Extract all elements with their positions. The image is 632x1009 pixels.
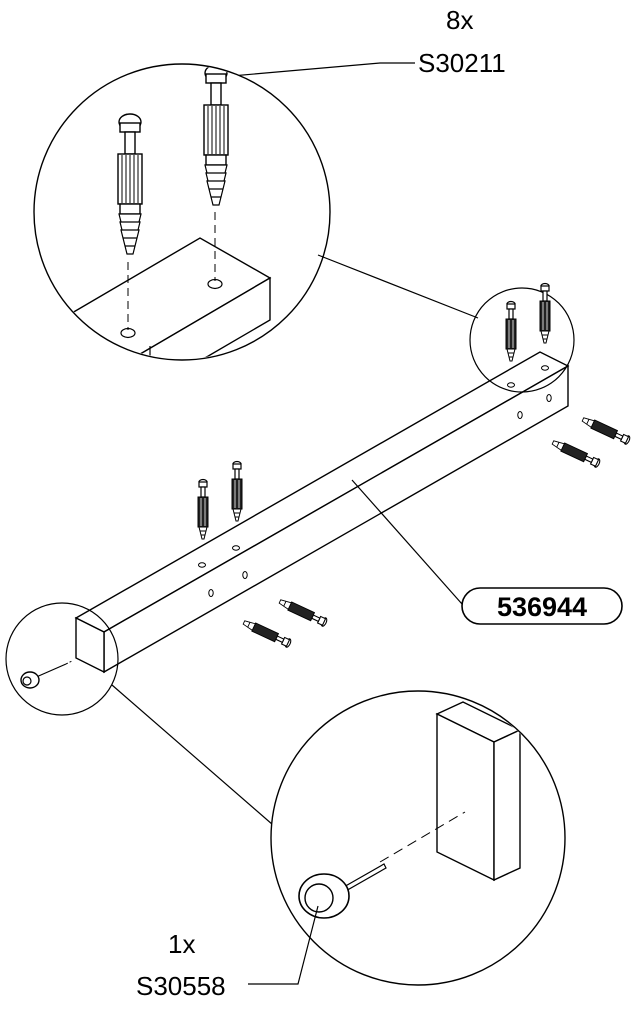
top-callout-leader (219, 62, 415, 78)
top-detail-connector (317, 254, 479, 319)
part-number-label: 536944 (497, 592, 587, 622)
left-end-zoom-circle (5, 602, 119, 716)
bottom-callout-leader (248, 905, 319, 985)
top-callout-code: S30211 (418, 48, 506, 78)
small-bolt-middle-2 (231, 460, 243, 522)
large-bolt-right (203, 65, 229, 206)
part-label-box (461, 587, 623, 625)
bottom-callout-code: S30558 (136, 971, 226, 1001)
right-end-zoom-circle (469, 287, 575, 393)
rail-536944 (74, 351, 570, 674)
bottom-detail-circle (270, 690, 566, 986)
part-label-leader (351, 479, 463, 605)
bottom-callout-quantity: 1x (168, 929, 195, 959)
bottom-detail-connector (111, 684, 289, 839)
horizontal-bolt-middle-2 (241, 617, 293, 649)
small-bolt-right-end-1 (505, 300, 517, 362)
horizontal-bolt-right-2 (550, 437, 602, 469)
top-callout-quantity: 8x (446, 5, 473, 35)
horizontal-bolt-right-1 (580, 414, 632, 446)
large-bolt-left (117, 113, 143, 255)
small-pin-left (20, 660, 73, 689)
horizontal-bolt-middle-1 (277, 596, 329, 628)
top-detail-circle (33, 63, 331, 361)
small-bolt-middle-1 (197, 478, 209, 540)
